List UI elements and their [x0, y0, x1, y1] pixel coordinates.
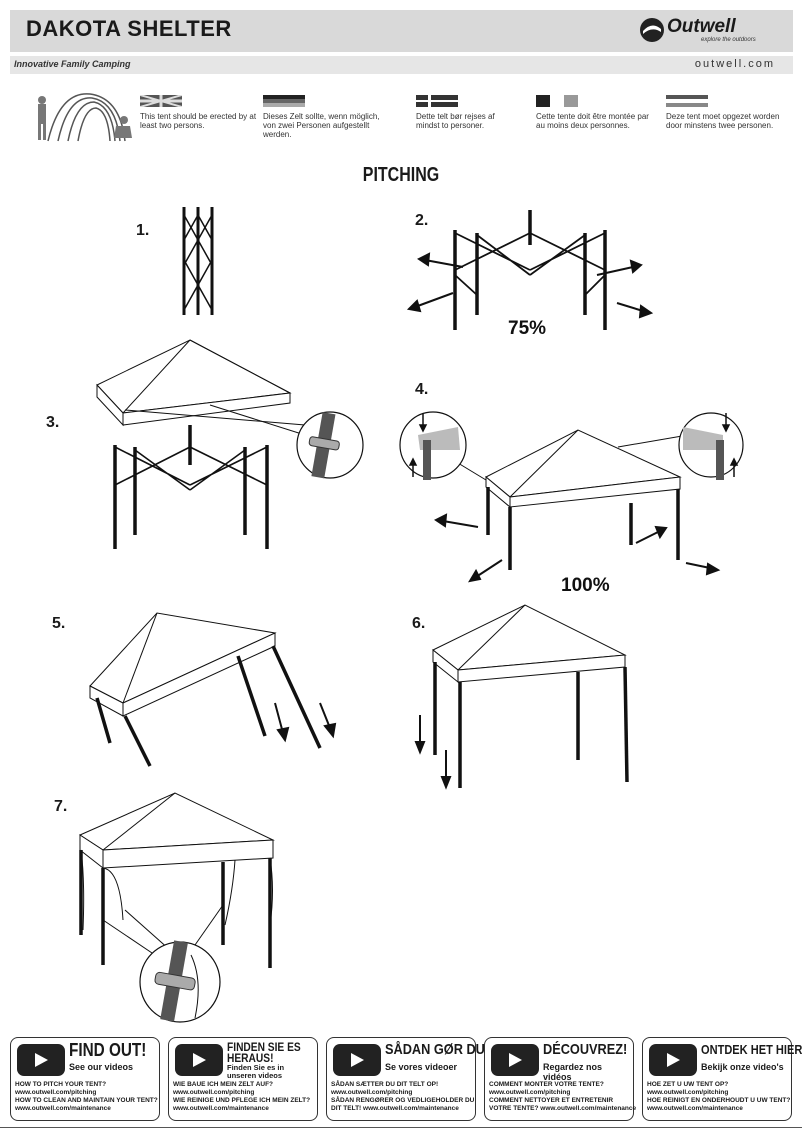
card-links: WIE BAUE ICH MEIN ZELT AUF?www.outwell.c…: [173, 1081, 315, 1113]
step-4-shelter-raise: 100%: [399, 411, 744, 596]
netherlands-flag-icon: [666, 95, 708, 107]
step-5-extend-legs: [89, 612, 337, 767]
card-title: FINDEN SIE ES HERAUS!: [227, 1040, 301, 1065]
lang-text-nl: Deze tent moet opgezet worden door minst…: [666, 112, 780, 130]
maintenance-link[interactable]: DIT TELT! www.outwell.com/maintenance: [331, 1105, 459, 1112]
play-video-icon[interactable]: [491, 1044, 539, 1076]
maintenance-link[interactable]: www.outwell.com/maintenance: [647, 1105, 743, 1112]
tagline: Innovative Family Camping: [14, 59, 131, 69]
brand-logo: Outwell explore the outdoors: [639, 14, 779, 48]
pitching-link[interactable]: www.outwell.com/pitching: [331, 1089, 413, 1096]
lang-text-fr: Cette tente doit être montée par au moin…: [536, 112, 649, 130]
play-video-icon[interactable]: [649, 1044, 697, 1076]
card-subtitle: See our videos: [69, 1062, 134, 1072]
step-2-label: 2.: [415, 212, 429, 229]
lang-text-dk: Dette telt bør rejses af mindst to perso…: [416, 112, 495, 130]
step-1-label: 1.: [136, 222, 150, 239]
brand-name: Outwell: [667, 16, 736, 37]
card-links: SÅDAN SÆTTER DU DIT TELT OP!www.outwell.…: [331, 1081, 475, 1112]
play-video-icon[interactable]: [17, 1044, 65, 1076]
step-6-raise-height: [414, 604, 629, 790]
step-4-label: 4.: [415, 381, 429, 398]
website-link[interactable]: outwell.com: [694, 58, 775, 70]
brand-logo-icon: [640, 18, 664, 42]
card-title: SÅDAN GØR DU!: [385, 1041, 490, 1058]
step-1-folded-frame: [182, 207, 214, 315]
play-video-icon[interactable]: [175, 1044, 223, 1076]
brand-tagline: explore the outdoors: [701, 37, 756, 43]
sub-header-bar: Innovative Family Camping outwell.com: [10, 56, 793, 74]
step-3-roof-placement: [96, 339, 364, 549]
step-7-attach-walls: [78, 792, 275, 1023]
card-subtitle: Se vores videoer: [385, 1062, 458, 1072]
footer-divider: [0, 1127, 802, 1128]
card-subtitle: Regardez nos vidéos: [543, 1062, 603, 1082]
step-2-expanding-frame: 75%: [406, 210, 654, 339]
step-2-percent: 75%: [508, 318, 546, 339]
step-5-label: 5.: [52, 615, 66, 632]
video-card-de[interactable]: FINDEN SIE ES HERAUS! Finden Sie es in u…: [168, 1037, 318, 1121]
video-card-en[interactable]: FIND OUT! See our videos HOW TO PITCH YO…: [10, 1037, 160, 1121]
card-subtitle: Bekijk onze video's: [701, 1062, 784, 1072]
lang-block-de: Dieses Zelt sollte, wenn möglich, von zw…: [263, 95, 383, 139]
step-3-label: 3.: [46, 414, 60, 431]
step-4-percent: 100%: [561, 575, 610, 596]
maintenance-link[interactable]: www.outwell.com/maintenance: [173, 1105, 269, 1112]
two-persons-illustration: [38, 93, 132, 142]
uk-flag-icon: [139, 94, 183, 108]
play-video-icon[interactable]: [333, 1044, 381, 1076]
card-title: ONTDEK HET HIER!: [701, 1042, 802, 1057]
card-links: HOW TO PITCH YOUR TENT?www.outwell.com/p…: [15, 1081, 158, 1112]
pitching-link[interactable]: www.outwell.com/pitching: [173, 1089, 255, 1096]
section-title: PITCHING: [362, 164, 440, 186]
germany-flag-icon: [263, 95, 305, 107]
lang-block-dk: Dette telt bør rejses af mindst to perso…: [416, 95, 516, 130]
pitching-link[interactable]: www.outwell.com/pitching: [489, 1089, 571, 1096]
header-bar: DAKOTA SHELTER Outwell explore the outdo…: [10, 10, 793, 52]
maintenance-link[interactable]: www.outwell.com/maintenance: [15, 1105, 111, 1112]
france-flag-icon: [536, 95, 578, 107]
lang-block-nl: Deze tent moet opgezet worden door minst…: [666, 95, 786, 130]
step-6-label: 6.: [412, 615, 426, 632]
lang-block-en: This tent should be erected by at least …: [139, 94, 260, 130]
card-links: HOE ZET U UW TENT OP?www.outwell.com/pit…: [647, 1081, 791, 1112]
card-title: DÉCOUVREZ!: [543, 1041, 628, 1058]
maintenance-link[interactable]: VOTRE TENTE? www.outwell.com/maintenance: [489, 1105, 637, 1112]
page-title: DAKOTA SHELTER: [26, 16, 232, 41]
pitching-link[interactable]: www.outwell.com/pitching: [647, 1089, 729, 1096]
denmark-flag-icon: [416, 95, 458, 107]
step-7-label: 7.: [54, 798, 68, 815]
card-title: FIND OUT!: [69, 1040, 147, 1060]
lang-block-fr: Cette tente doit être montée par au moin…: [536, 95, 656, 130]
card-links: COMMENT MONTER VOTRE TENTE?www.outwell.c…: [489, 1081, 637, 1112]
lang-text-en: This tent should be erected by at least …: [140, 112, 257, 130]
lang-text-de: Dieses Zelt sollte, wenn möglich, von zw…: [263, 112, 380, 139]
video-card-fr[interactable]: DÉCOUVREZ! Regardez nos vidéos COMMENT M…: [484, 1037, 637, 1121]
card-subtitle: Finden Sie es in unseren videos: [227, 1063, 285, 1080]
video-card-nl[interactable]: ONTDEK HET HIER! Bekijk onze video's HOE…: [642, 1037, 802, 1121]
video-card-dk[interactable]: SÅDAN GØR DU! Se vores videoer SÅDAN SÆT…: [326, 1037, 489, 1121]
pitching-link[interactable]: www.outwell.com/pitching: [15, 1089, 97, 1096]
